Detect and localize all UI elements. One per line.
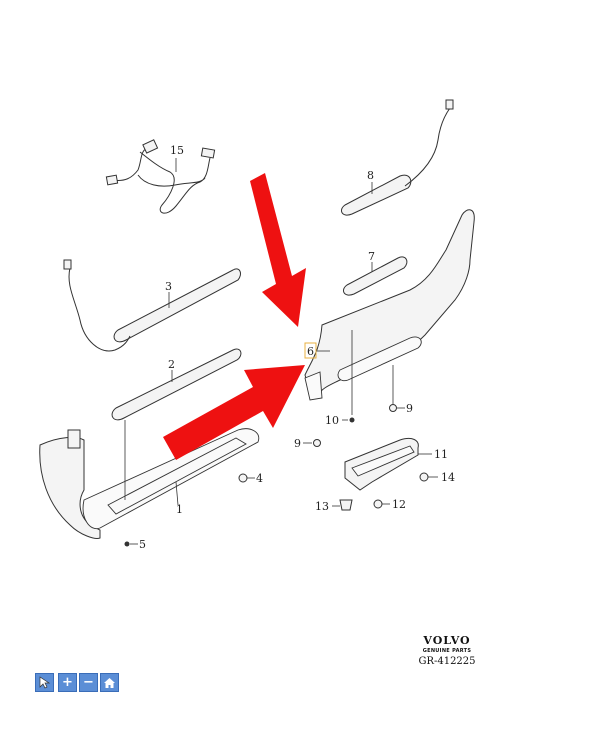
callout-13: 13 [315,500,329,513]
sill-strip-part-3 [63,259,241,352]
callout-9-right: 9 [406,402,413,415]
pillar-trim-part-6 [304,209,475,415]
callout-1: 1 [176,503,183,516]
scuff-plate-part-1 [39,420,260,539]
brand-logo-text: VOLVO [423,634,471,647]
callout-4: 4 [256,472,263,485]
red-arrow-down [250,173,306,327]
highlight-arrows [163,173,306,460]
callout-3: 3 [165,280,172,293]
home-icon[interactable] [100,673,119,692]
pointer-icon[interactable] [35,673,54,692]
callout-7: 7 [368,250,375,263]
callout-14: 14 [441,471,455,484]
viewer-toolbar: + − [35,673,119,692]
wiring-harness-part-15 [105,139,216,214]
sill-strip-part-2 [111,348,242,421]
bracket-part-11 [344,437,432,491]
fasteners [124,404,438,547]
brand-subtitle: GENUINE PARTS [422,648,472,654]
sill-strip-part-7 [343,256,408,296]
callout-6: 6 [307,345,314,358]
diagram-code: GR-412225 [418,656,476,667]
brand-block: VOLVO GENUINE PARTS GR-412225 [405,634,489,667]
zoom-in-icon[interactable]: + [58,673,77,692]
callout-11: 11 [434,448,448,461]
callout-2: 2 [168,358,175,371]
sill-strip-part-8 [341,99,454,216]
red-arrow-right [163,365,305,460]
callout-9-left: 9 [294,437,301,450]
callout-labels: 15 8 3 7 2 6 9 10 9 11 4 14 1 12 13 5 [139,144,455,551]
callout-5: 5 [139,538,146,551]
callout-12: 12 [392,498,406,511]
callout-10: 10 [325,414,339,427]
zoom-out-icon[interactable]: − [79,673,98,692]
callout-8: 8 [367,169,374,182]
callout-15: 15 [170,144,184,157]
